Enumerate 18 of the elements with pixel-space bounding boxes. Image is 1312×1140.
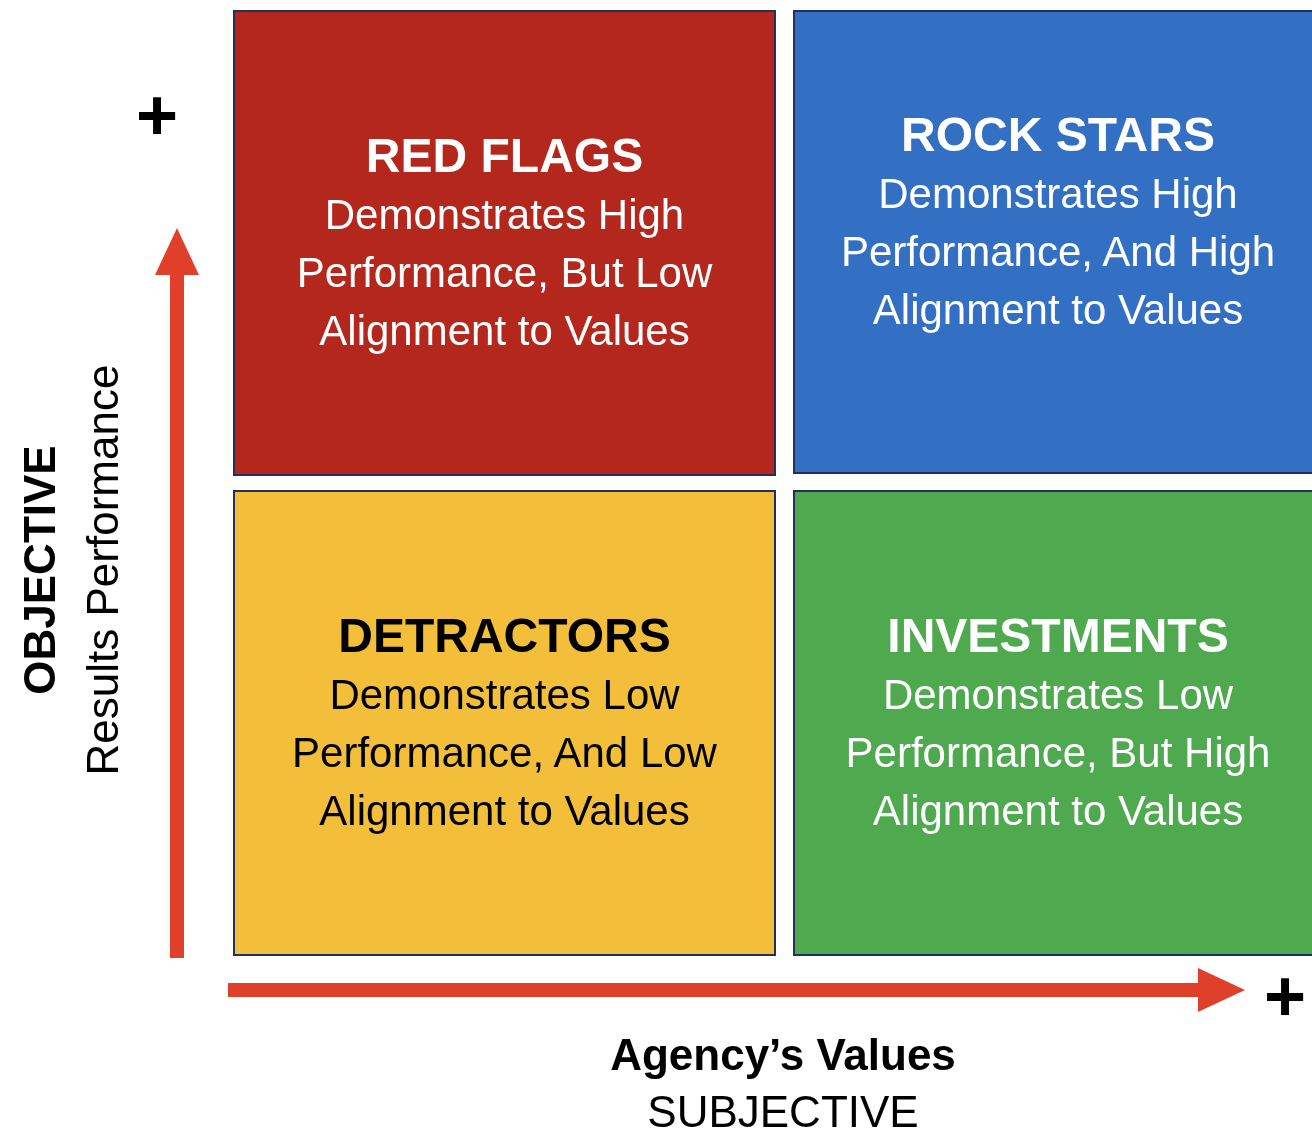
quadrant-box [233, 10, 776, 476]
quadrant-description: Demonstrates Low Performance, And Low Alignment to Values [291, 670, 718, 836]
quadrant-description: Demonstrates Low Performance, But High Alignment to Values [844, 670, 1272, 836]
quadrant-description: Demonstrates High Performance, But Low Alignment to Values [295, 190, 714, 356]
axis-title: Agency’s Values [610, 1033, 956, 1077]
quadrant-box [233, 490, 776, 956]
plus-sign: + [136, 79, 178, 151]
quadrant-heading: ROCK STARS [901, 107, 1215, 163]
quadrant-description: Demonstrates High Performance, And High Alignment to Values [839, 169, 1277, 335]
axis-label: SUBJECTIVE [647, 1090, 919, 1134]
axis-title: OBJECTIVE [18, 445, 62, 695]
plus-sign: + [1264, 960, 1306, 1032]
quadrant-heading: INVESTMENTS [887, 608, 1229, 664]
quadrant-heading: DETRACTORS [338, 608, 671, 664]
quadrant-box [793, 10, 1312, 474]
quadrant-heading: RED FLAGS [365, 128, 644, 184]
axis-label: Results Performance [81, 364, 125, 776]
quadrant-box [793, 490, 1312, 956]
